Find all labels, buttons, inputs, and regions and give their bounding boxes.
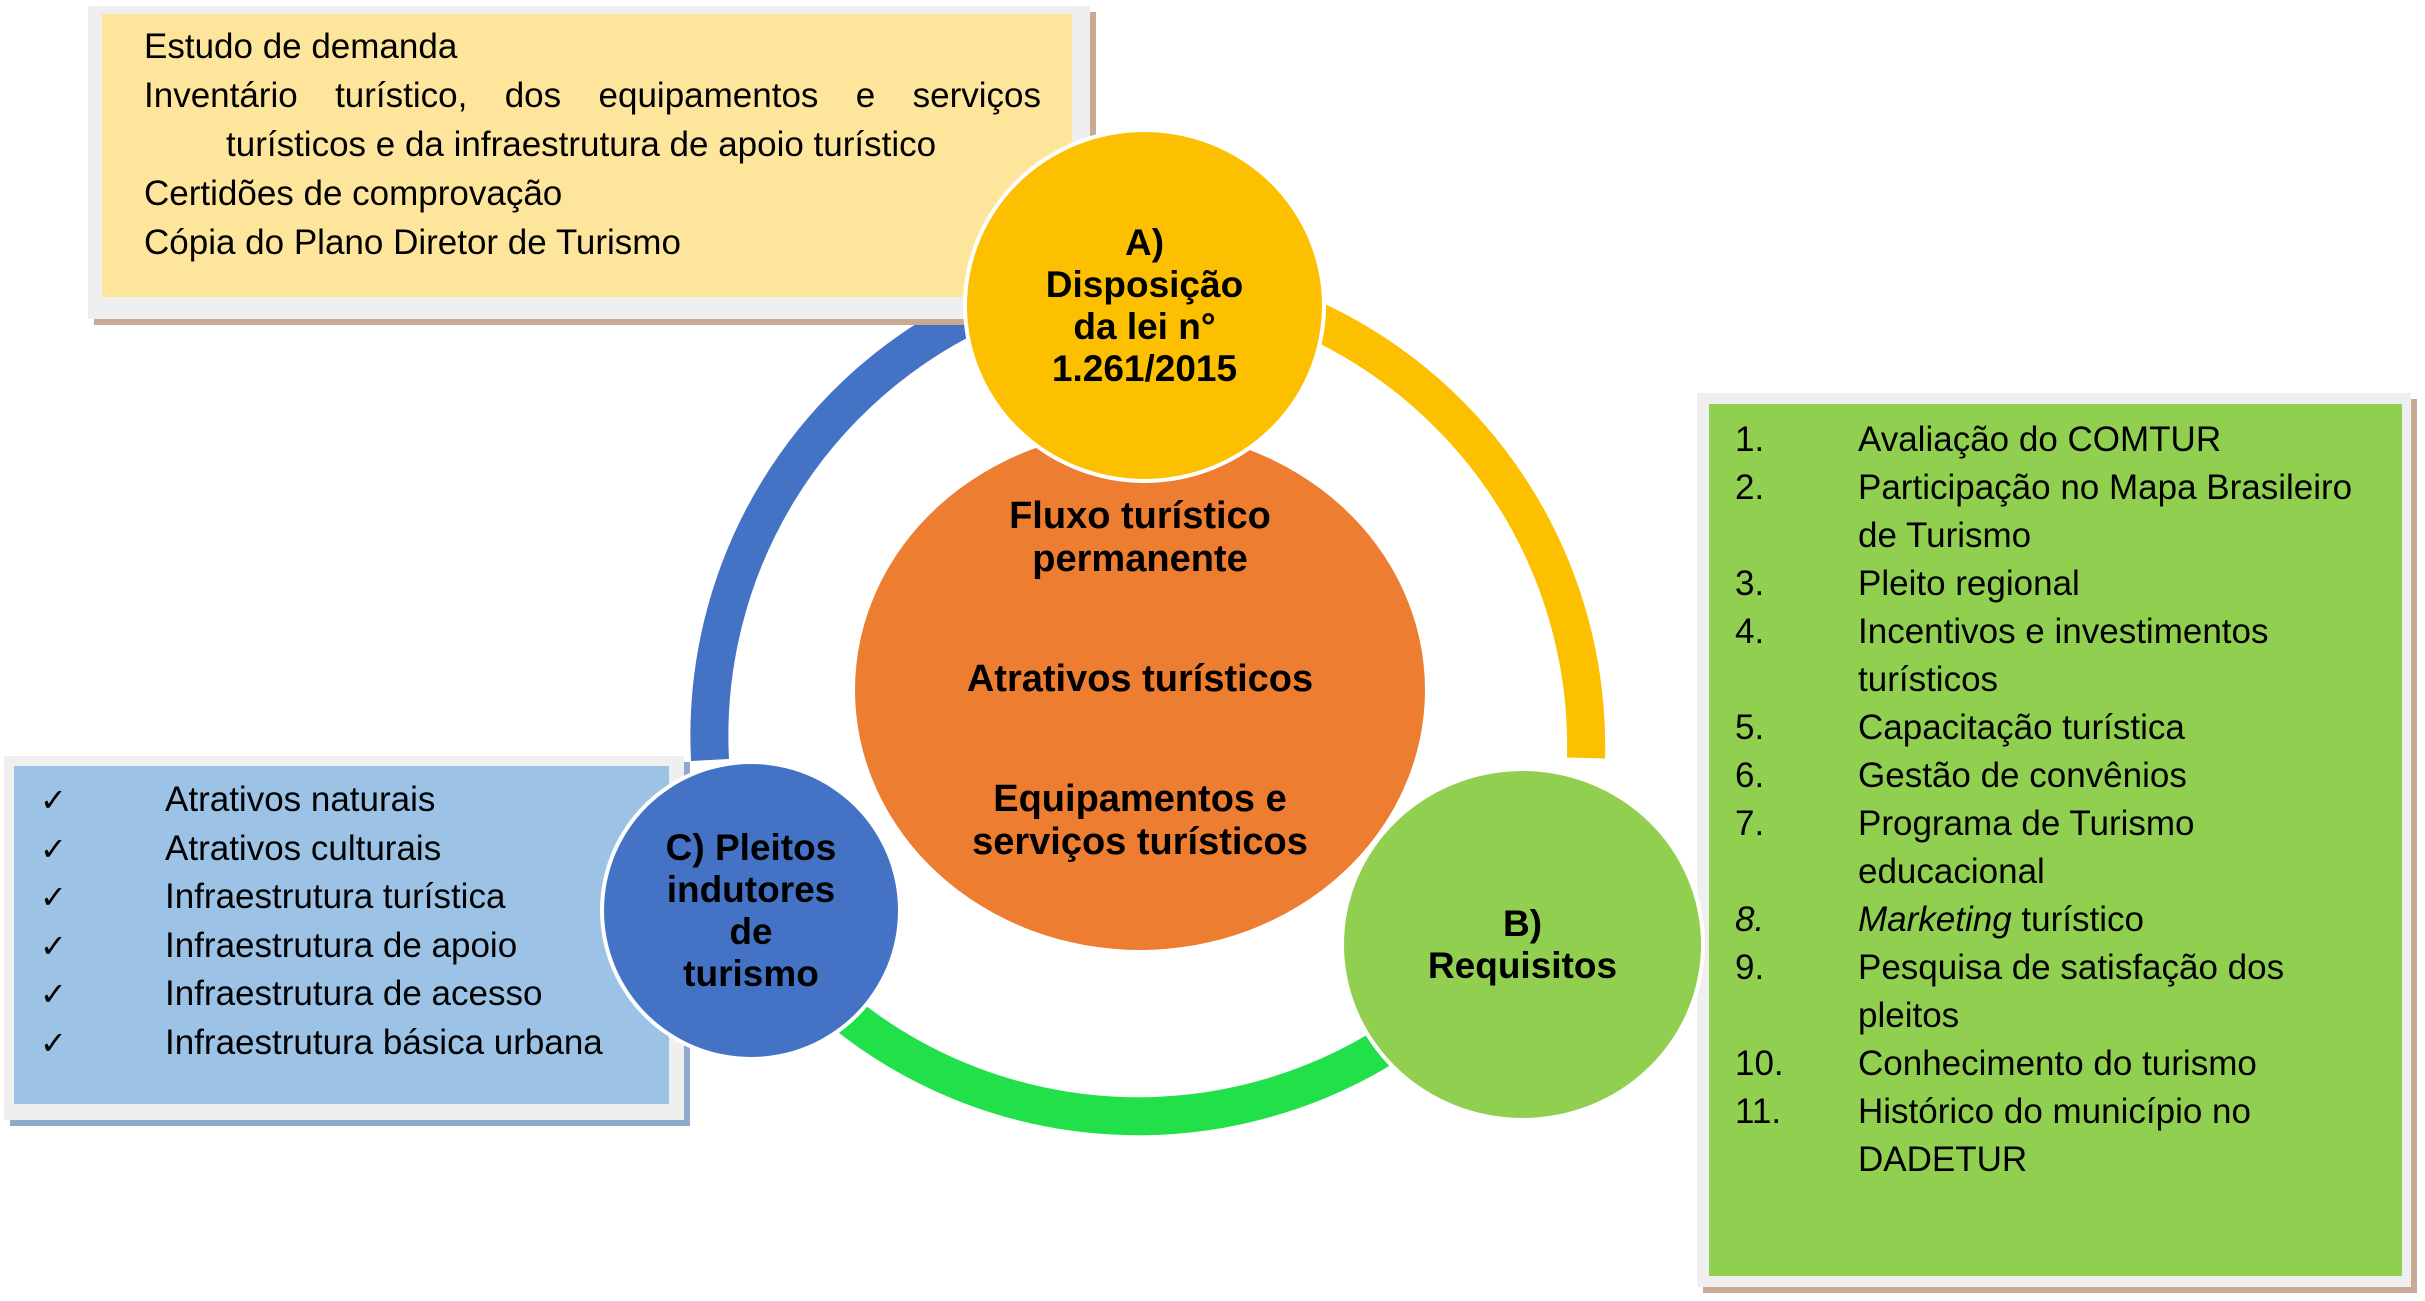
requirement-item: Capacitação turística (1858, 704, 2398, 752)
requirement-line: turísticos (1858, 660, 1999, 699)
circle-a-line: A) (1124, 221, 1165, 263)
arc-yellow-a-to-b (1302, 300, 1606, 759)
center-item-flow: Fluxo turístico permanente (855, 495, 1425, 581)
requirement-item: Avaliação do COMTUR (1858, 416, 2398, 464)
center-circle: Fluxo turístico permanente Atrativos tur… (855, 430, 1425, 950)
documents-line: Inventário turístico, dos equipamentos e… (144, 76, 1041, 115)
requirement-line: de Turismo (1858, 516, 2032, 555)
requirement-item: Pesquisa de satisfação dos pleitos (1858, 944, 2398, 1040)
documents-line: Certidões de comprovação (144, 174, 563, 213)
requirement-item: Programa de Turismo educacional (1858, 800, 2398, 896)
circle-a-line: da lei n° (1073, 305, 1216, 347)
requirement-item: Marketing turístico (1858, 896, 2398, 944)
requirement-line: Participação no Mapa Brasileiro (1858, 468, 2353, 507)
requirement-line: Gestão de convênios (1858, 756, 2187, 795)
criteria-item: Infraestrutura de apoio (165, 925, 518, 965)
requirement-rest: turístico (2011, 900, 2144, 939)
requirement-number: 6. (1735, 756, 1765, 795)
requirement-line: Capacitação turística (1858, 708, 2185, 747)
documents-line: Cópia do Plano Diretor de Turismo (144, 223, 681, 262)
criteria-item: Infraestrutura turística (165, 877, 506, 916)
requirement-italic-word: Marketing (1858, 900, 2012, 939)
criteria-item: Infraestrutura de acesso (165, 974, 543, 1013)
requirement-line: pleitos (1858, 996, 1960, 1035)
checkmark-icon: ✓ (40, 781, 67, 819)
requirement-number: 9. (1735, 948, 1765, 987)
center-item-flow-line1: Fluxo turístico (1009, 495, 1271, 537)
circle-b-line: Requisitos (1427, 944, 1618, 986)
circle-a-label: A) Disposição da lei n° 1.261/2015 (1046, 222, 1243, 390)
requirement-number: 10. (1735, 1044, 1784, 1083)
criteria-item: Atrativos naturais (165, 780, 436, 819)
requirement-number: 5. (1735, 708, 1765, 747)
requirement-line: Pesquisa de satisfação dos (1858, 948, 2285, 987)
checkmark-icon: ✓ (40, 975, 67, 1013)
requirement-item: Participação no Mapa Brasileiro de Turism… (1858, 464, 2398, 560)
circle-c-line: indutores (666, 868, 836, 910)
requirement-number: 11. (1735, 1092, 1782, 1131)
circle-c-line: de (729, 910, 773, 952)
requirement-line: Avaliação do COMTUR (1858, 420, 2222, 459)
requirement-number: 1. (1735, 420, 1765, 459)
requirement-line: Pleito regional (1858, 564, 2080, 603)
checkmark-icon: ✓ (40, 926, 67, 965)
requirement-line: Incentivos e investimentos (1858, 612, 2269, 651)
circle-a-line: Disposição (1045, 263, 1244, 305)
requirement-number: 8. (1735, 900, 1765, 939)
circle-a-law: A) Disposição da lei n° 1.261/2015 (963, 128, 1326, 483)
arc-blue-c-to-a (690, 290, 993, 761)
requirement-number: 3. (1735, 564, 1765, 603)
requirement-line: Histórico do município no (1858, 1092, 2251, 1131)
requirement-line: Conhecimento do turismo (1858, 1044, 2257, 1083)
arc-green-b-to-c (831, 997, 1423, 1136)
requirements-box: 1. Avaliação do COMTUR 2. Participação no M… (1709, 404, 2402, 1276)
documents-box: Estudo de demanda Inventário turístico, … (102, 14, 1072, 297)
circle-a-line: 1.261/2015 (1051, 347, 1238, 389)
requirement-item: Gestão de convênios (1858, 752, 2398, 800)
circle-c-line: C) Pleitos (665, 826, 837, 868)
circle-b-line: B) (1502, 902, 1543, 944)
checkmark-icon: ✓ (40, 1023, 67, 1062)
requirement-number: 7. (1735, 804, 1765, 843)
documents-line: Estudo de demanda (144, 27, 458, 66)
requirement-item: Incentivos e investimentos turísticos (1858, 608, 2398, 704)
center-item-equipment-line2: serviços turísticos (972, 821, 1308, 863)
center-item-equipment-line1: Equipamentos e (993, 778, 1287, 820)
center-item-attractions: Atrativos turísticos (966, 658, 1314, 700)
circle-c-claims: C) Pleitos indutores de turismo (600, 760, 902, 1061)
checkmark-icon: ✓ (40, 829, 67, 868)
requirement-line: Programa de Turismo (1858, 804, 2195, 843)
circle-c-line: turismo (683, 952, 819, 994)
requirement-line: DADETUR (1858, 1140, 2028, 1179)
requirement-number: 4. (1735, 612, 1765, 651)
checkmark-icon: ✓ (40, 878, 67, 916)
requirement-number: 2. (1735, 468, 1765, 507)
requirement-item: Pleito regional (1858, 560, 2398, 608)
circle-b-requirements: B) Requisitos (1340, 767, 1705, 1122)
circle-c-label: C) Pleitos indutores de turismo (666, 827, 837, 995)
requirement-item: Conhecimento do turismo (1858, 1040, 2398, 1088)
requirement-item: Histórico do município no DADETUR (1858, 1088, 2398, 1184)
documents-line: turísticos e da infraestrutura de apoio … (226, 125, 937, 164)
criteria-box: ✓ Atrativos naturais ✓ Atrativos culturais ✓… (14, 766, 669, 1104)
criteria-item: Infraestrutura básica urbana (165, 1022, 603, 1062)
requirement-line: educacional (1858, 852, 2045, 891)
criteria-item: Atrativos culturais (165, 828, 442, 868)
circle-b-label: B) Requisitos (1428, 903, 1617, 987)
center-item-equipment: Equipamentos e serviços turísticos (855, 778, 1425, 864)
center-item-flow-line2: permanente (1032, 538, 1248, 580)
